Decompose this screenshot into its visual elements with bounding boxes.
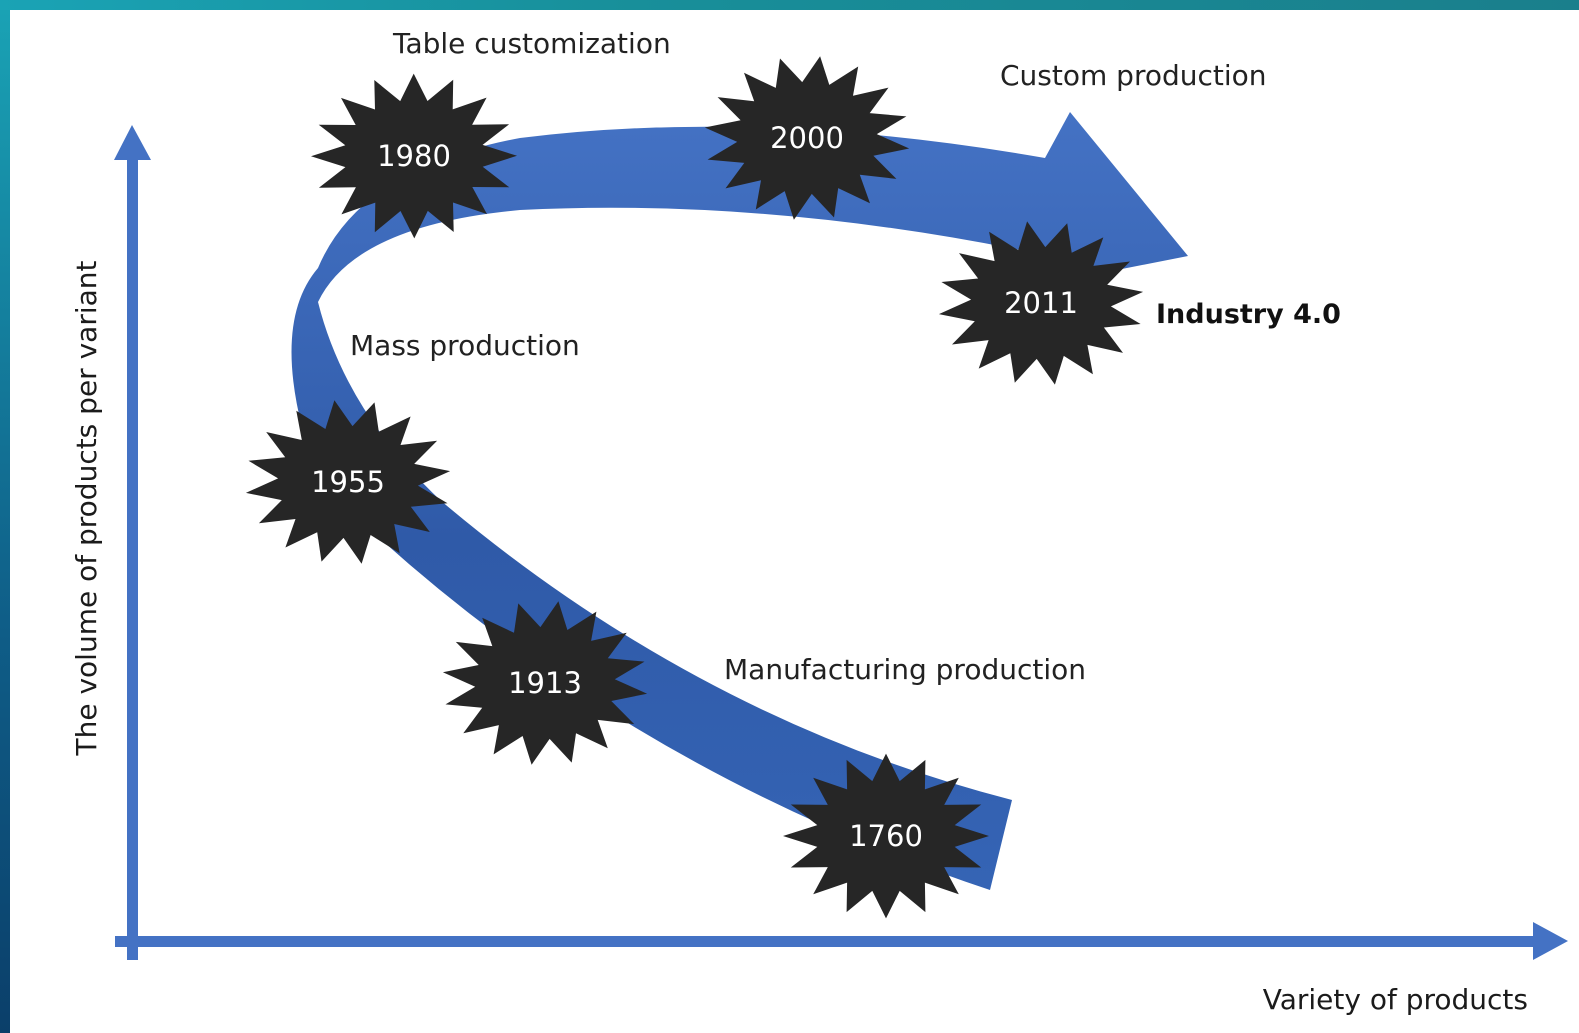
label-manufacturing-production: Manufacturing production bbox=[724, 653, 1086, 686]
burst-1980 bbox=[311, 73, 517, 239]
burst-1913 bbox=[442, 601, 648, 765]
burst-1760 bbox=[783, 753, 989, 919]
burst-1955 bbox=[245, 400, 451, 564]
evolution-arrow bbox=[291, 112, 1188, 890]
y-axis-arrowhead bbox=[114, 125, 151, 160]
label-industry-4-0: Industry 4.0 bbox=[1156, 299, 1341, 330]
burst-2000 bbox=[704, 56, 910, 220]
year-1955: 1955 bbox=[311, 465, 385, 499]
burst-2011 bbox=[938, 221, 1144, 385]
y-axis bbox=[114, 125, 151, 960]
slide-frame-top bbox=[0, 0, 1579, 10]
year-2000: 2000 bbox=[770, 121, 844, 155]
year-1980: 1980 bbox=[377, 139, 451, 173]
y-axis-title: The volume of products per variant bbox=[70, 260, 103, 756]
x-axis-title: Variety of products bbox=[1263, 983, 1528, 1016]
milestone-bursts bbox=[245, 56, 1144, 919]
label-custom-production: Custom production bbox=[1000, 59, 1267, 92]
year-1760: 1760 bbox=[849, 819, 923, 853]
label-mass-production: Mass production bbox=[350, 329, 580, 362]
x-axis-arrowhead bbox=[1533, 922, 1568, 960]
slide-frame-left bbox=[0, 0, 10, 1033]
label-table-customization: Table customization bbox=[392, 27, 671, 60]
x-axis bbox=[115, 922, 1568, 960]
year-1913: 1913 bbox=[508, 666, 582, 700]
year-2011: 2011 bbox=[1004, 286, 1078, 320]
